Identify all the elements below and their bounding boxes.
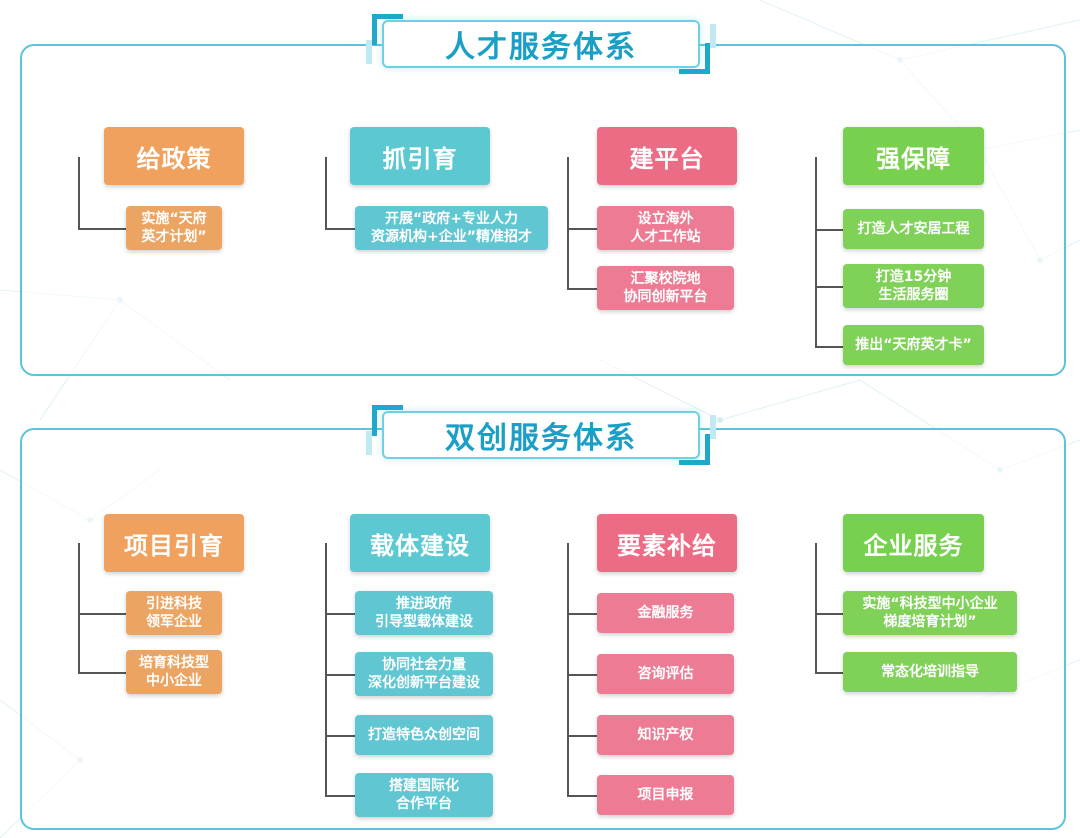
node-gov-guided-carrier: 推进政府 引导型载体建设: [355, 591, 493, 635]
node-ip: 知识产权: [597, 715, 734, 755]
node-recruit: 抓引育: [350, 127, 490, 185]
node-consulting: 咨询评估: [597, 654, 734, 694]
talent-service-title-tab: 人才服务体系: [366, 14, 716, 74]
node-international-platform: 搭建国际化 合作平台: [355, 773, 493, 817]
node-social-forces: 协同社会力量 深化创新平台建设: [355, 652, 493, 696]
node-precise-recruitment: 开展“政府+专业人力 资源机构+企业”精准招才: [355, 206, 548, 250]
section-title: 人才服务体系: [445, 30, 637, 65]
node-maker-space: 打造特色众创空间: [355, 715, 493, 755]
node-15min-circle: 打造15分钟 生活服务圈: [843, 264, 984, 308]
node-housing: 打造人才安居工程: [843, 209, 984, 249]
node-talent-plan: 实施“天府 英才计划”: [126, 206, 222, 250]
node-leading-enterprises: 引进科技 领军企业: [126, 591, 222, 635]
node-innovation-platform: 汇聚校院地 协同创新平台: [597, 266, 734, 310]
node-financial-services: 金融服务: [597, 593, 734, 633]
innovation-service-title-tab: 双创服务体系: [366, 405, 716, 465]
node-project-declaration: 项目申报: [597, 775, 734, 815]
node-project-cultivation: 项目引育: [104, 514, 244, 572]
node-carrier-construction: 载体建设: [350, 514, 490, 572]
node-guarantee: 强保障: [843, 127, 984, 185]
node-talent-card: 推出“天府英才卡”: [843, 325, 984, 365]
node-training: 常态化培训指导: [843, 652, 1017, 692]
node-overseas-station: 设立海外 人才工作站: [597, 206, 734, 250]
section-title: 双创服务体系: [445, 421, 637, 456]
node-enterprise-services: 企业服务: [843, 514, 984, 572]
node-policy: 给政策: [104, 127, 244, 185]
node-sme-cultivation: 培育科技型 中小企业: [126, 650, 222, 694]
node-platform: 建平台: [597, 127, 737, 185]
node-sme-gradient-plan: 实施“科技型中小企业 梯度培育计划”: [843, 591, 1017, 635]
node-factor-supply: 要素补给: [597, 514, 737, 572]
